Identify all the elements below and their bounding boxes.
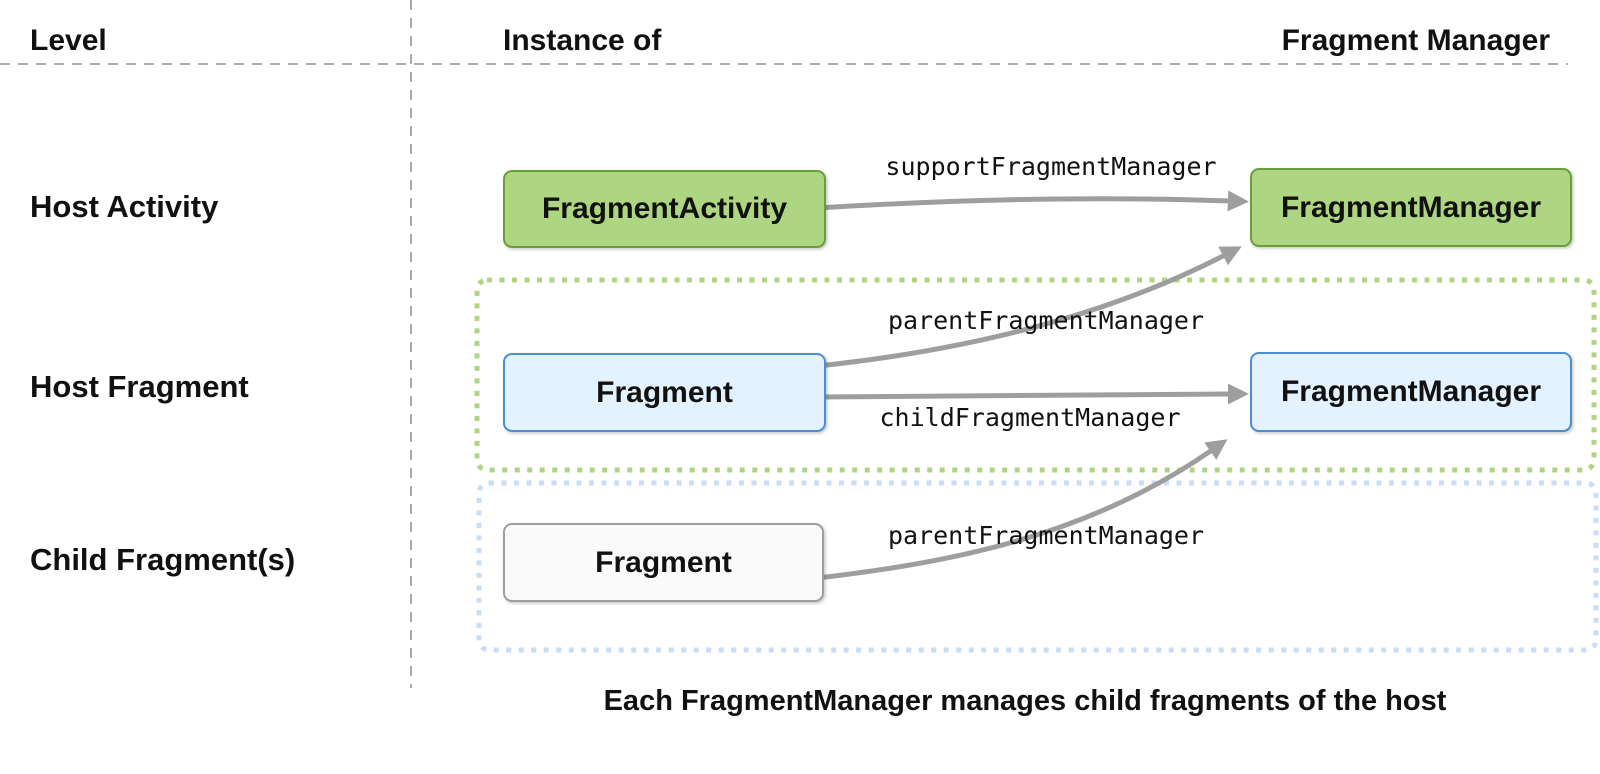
column-header-instance-of: Instance of [503, 24, 662, 57]
node-fragment-manager-host-label: FragmentManager [1280, 375, 1542, 408]
column-header-level: Level [30, 24, 107, 57]
level-label-host-activity: Host Activity [30, 189, 219, 224]
node-fragment-child: Fragment [503, 523, 824, 602]
diagram-caption: Each FragmentManager manages child fragm… [603, 685, 1447, 717]
edge-label-parent-fragment-manager-host: parentFragmentManager [887, 306, 1205, 335]
level-label-child-fragments: Child Fragment(s) [30, 542, 296, 577]
node-fragment-host-label: Fragment [596, 375, 733, 409]
edge-label-child-fragment-manager: childFragmentManager [879, 403, 1181, 432]
node-fragment-manager-host: FragmentManager [1250, 352, 1572, 432]
node-fragment-host: Fragment [503, 353, 826, 432]
node-fragment-activity: FragmentActivity [503, 170, 826, 248]
parent-fragment-manager-arrow-host [815, 246, 1242, 369]
node-fragment-manager-activity: FragmentManager [1250, 168, 1572, 247]
edge-label-parent-fragment-manager-child: parentFragmentManager [887, 521, 1205, 550]
node-fragment-manager-activity-label: FragmentManager [1280, 190, 1542, 224]
node-fragment-child-label: Fragment [595, 545, 732, 579]
node-fragment-activity-label: FragmentActivity [541, 192, 788, 225]
support-fragment-manager-arrow [815, 190, 1249, 212]
level-label-host-fragment: Host Fragment [30, 369, 249, 404]
parent-fragment-manager-arrow-child [815, 439, 1228, 581]
edge-label-support-fragment-manager: supportFragmentManager [885, 152, 1217, 181]
column-header-fragment-manager: Fragment Manager [1281, 24, 1550, 57]
child-fragment-manager-arrow [815, 383, 1249, 405]
